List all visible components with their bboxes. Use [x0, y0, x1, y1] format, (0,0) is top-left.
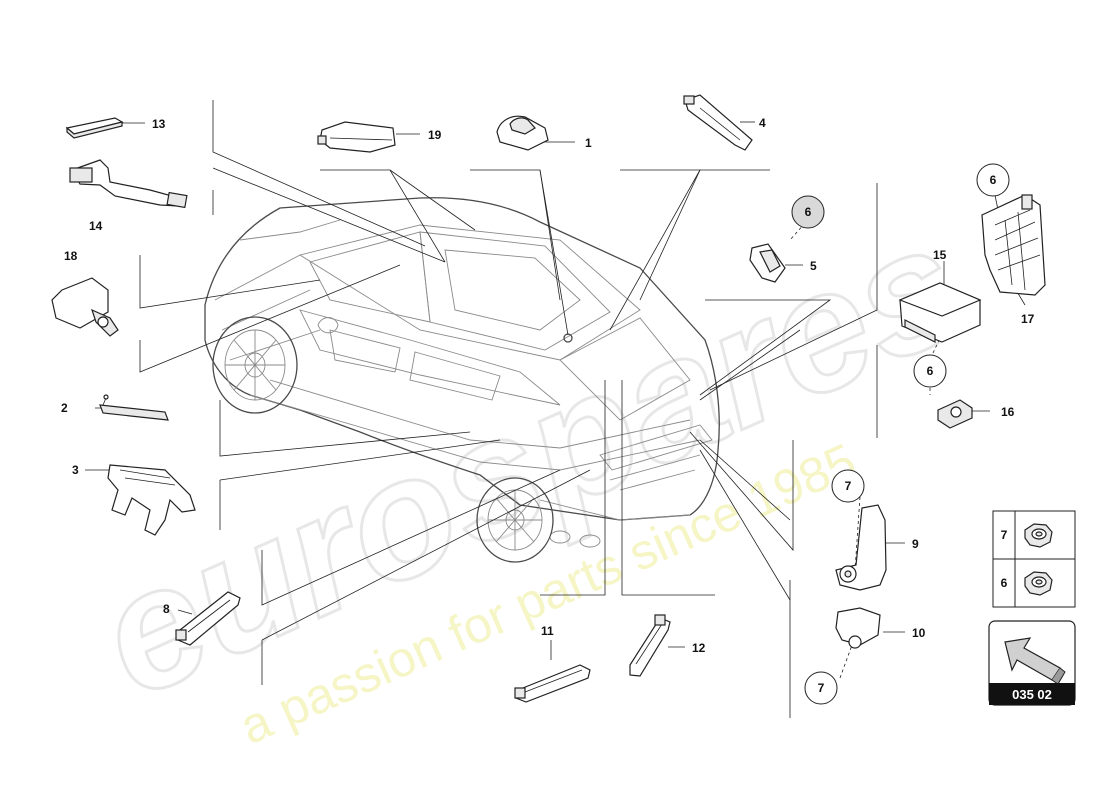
- callout-16: 16: [1001, 405, 1015, 419]
- callout-13: 13: [152, 117, 166, 131]
- arrow-icon: [1004, 637, 1066, 685]
- callout-2: 2: [61, 401, 68, 415]
- callout-6-circle-b: 6: [976, 163, 1010, 197]
- callout-11: 11: [541, 624, 554, 638]
- part-19: [317, 121, 396, 153]
- legend-box: 7 6: [992, 510, 1076, 608]
- callout-12: 12: [692, 641, 706, 655]
- callout-5: 5: [810, 259, 817, 273]
- callout-6-circle-a: 6: [791, 195, 825, 229]
- front-wheel: [212, 316, 298, 414]
- callout-7b: 7: [818, 681, 825, 695]
- part-18: [51, 277, 119, 337]
- part-16: [937, 399, 973, 429]
- nut-icon-7: [1024, 523, 1053, 548]
- legend-label-6: 6: [1001, 576, 1008, 590]
- callouts: 1 4 19 13 14 18 2 3 5 15 17 16 9 10 8 11…: [61, 116, 1035, 705]
- callout-7-circle-a: 7: [831, 469, 865, 503]
- part-5: [749, 243, 786, 283]
- part-13: [65, 117, 124, 139]
- callout-19: 19: [428, 128, 442, 142]
- part-11: [514, 664, 591, 703]
- callout-4: 4: [759, 116, 766, 130]
- callout-18: 18: [64, 249, 78, 263]
- part-10: [835, 607, 881, 649]
- callout-10: 10: [912, 626, 926, 640]
- callout-14: 14: [89, 219, 103, 233]
- part-14: [69, 159, 188, 209]
- part-17: [981, 194, 1046, 296]
- callout-6c: 6: [927, 364, 934, 378]
- callout-3: 3: [72, 463, 79, 477]
- legend-label-7: 7: [1001, 528, 1008, 542]
- callout-1: 1: [585, 136, 592, 150]
- callout-8: 8: [163, 602, 170, 616]
- part-3: [107, 464, 196, 536]
- callout-6a: 6: [805, 205, 812, 219]
- part-15: [898, 282, 982, 343]
- part-1: [496, 115, 549, 151]
- nut-icon-6: [1024, 571, 1053, 596]
- part-4: [683, 94, 753, 151]
- rear-wheel: [476, 477, 554, 563]
- vehicle-outline: [204, 197, 720, 563]
- page-ref-code: 035 02: [1012, 687, 1052, 702]
- callout-15: 15: [933, 248, 947, 262]
- callout-9: 9: [912, 537, 919, 551]
- page-reference: 035 02: [988, 620, 1076, 706]
- part-12: [629, 614, 671, 677]
- callout-7a: 7: [845, 479, 852, 493]
- part-8: [175, 591, 241, 646]
- callout-6-circle-c: 6: [913, 354, 947, 388]
- part-9: [835, 504, 887, 591]
- callout-17: 17: [1021, 312, 1035, 326]
- callout-7-circle-b: 7: [804, 671, 838, 705]
- part-2: [99, 394, 169, 421]
- callout-6b: 6: [990, 173, 997, 187]
